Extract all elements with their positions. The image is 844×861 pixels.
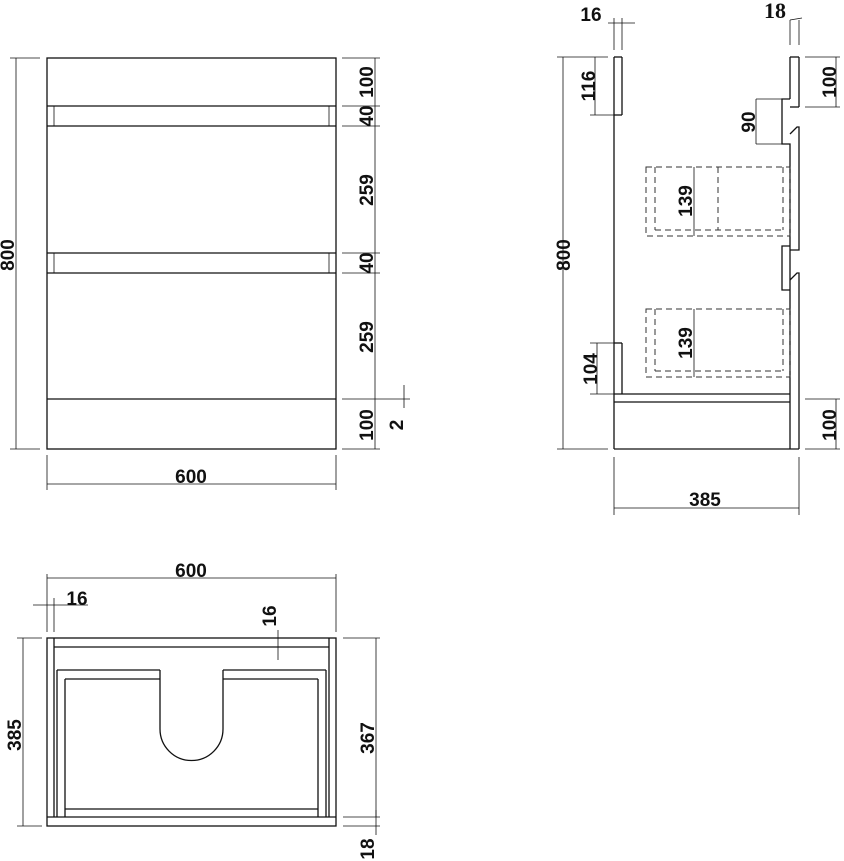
top-outline bbox=[46, 637, 337, 827]
side-top-rail-label: 100 bbox=[820, 66, 841, 98]
dim-plinth: 100 bbox=[357, 409, 378, 441]
dim-gap: 2 bbox=[387, 420, 408, 431]
side-plinth-label: 100 bbox=[820, 409, 841, 441]
pipe-cutout bbox=[159, 670, 224, 762]
upper-stub-label: 116 bbox=[579, 71, 600, 102]
dim-rail-2: 40 bbox=[357, 252, 378, 273]
side-outline bbox=[613, 56, 800, 450]
middle-rail bbox=[47, 252, 336, 274]
lower-drawer-hidden bbox=[645, 308, 791, 378]
front-dimension-lines bbox=[10, 57, 410, 490]
top-back-panel-label: 16 bbox=[260, 605, 281, 626]
upper-drawer-label: 139 bbox=[676, 185, 697, 217]
top-rail bbox=[47, 105, 336, 127]
side-view: 800 385 16 18 116 104 90 139 139 100 100 bbox=[554, 0, 841, 515]
top-width-label: 600 bbox=[175, 561, 207, 582]
dim-drawer-2: 259 bbox=[357, 321, 378, 353]
front-view: 800 600 100 40 259 40 259 100 2 bbox=[0, 57, 410, 490]
dim-rail-1: 40 bbox=[357, 105, 378, 126]
lower-stub-label: 104 bbox=[581, 353, 602, 385]
front-height-label: 800 bbox=[0, 239, 19, 271]
top-dimension-lines bbox=[17, 574, 380, 835]
front-panel-label: 18 bbox=[764, 0, 786, 23]
front-width-label: 600 bbox=[175, 467, 207, 488]
side-dimension-lines bbox=[557, 17, 840, 515]
top-internal-lines bbox=[47, 638, 336, 818]
handle-label: 90 bbox=[739, 111, 760, 132]
side-depth-label: 385 bbox=[689, 490, 721, 511]
side-panel-label: 16 bbox=[580, 5, 601, 26]
lower-drawer-label: 139 bbox=[676, 327, 697, 359]
top-inner-depth-label: 367 bbox=[358, 722, 379, 754]
dim-drawer-1: 259 bbox=[357, 174, 378, 206]
side-height-label: 800 bbox=[554, 239, 575, 271]
top-front-panel-label: 18 bbox=[358, 838, 379, 859]
top-view: 600 16 16 385 367 18 bbox=[5, 561, 380, 860]
top-depth-label: 385 bbox=[5, 719, 26, 751]
top-side-panel-label: 16 bbox=[66, 589, 87, 610]
dim-top-rail: 100 bbox=[357, 66, 378, 98]
